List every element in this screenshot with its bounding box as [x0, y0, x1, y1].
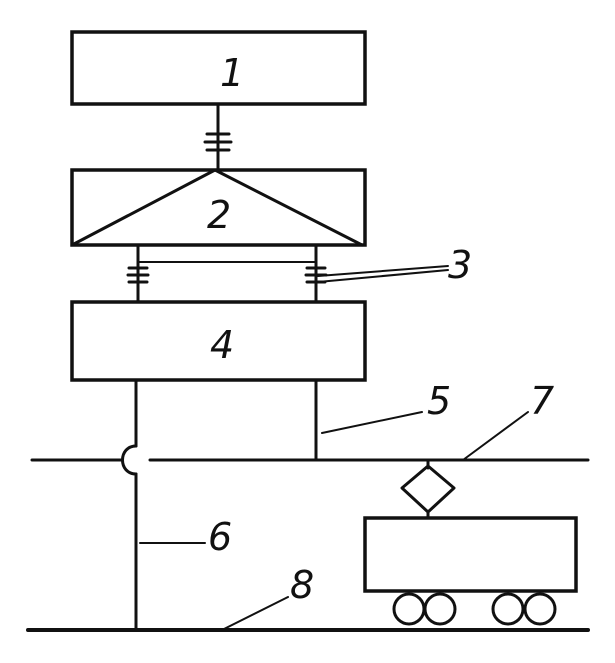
leader-3-a — [317, 265, 449, 277]
connector-1-2 — [203, 102, 233, 172]
leader-5 — [321, 411, 423, 434]
tram-body — [363, 516, 578, 593]
contact-wire-label: 7 — [530, 379, 554, 423]
block-2-frame — [70, 168, 367, 247]
rail-label: 8 — [290, 563, 314, 607]
leader-7 — [462, 411, 529, 461]
leader-8 — [221, 596, 289, 631]
crossover-hop — [121, 444, 138, 476]
feeder-5: 5 — [314, 378, 451, 462]
leader-3-b — [317, 269, 449, 283]
block-4: 4 — [70, 300, 367, 382]
return-feeder-6: 6 — [121, 378, 232, 632]
block-1-frame — [70, 30, 367, 106]
contact-wire-7: 7 — [30, 379, 590, 462]
block-2: 2 — [70, 168, 367, 247]
wheel — [392, 592, 426, 626]
wheel — [491, 592, 525, 626]
connectors-2-4: 3 — [126, 243, 472, 304]
block-1: 1 — [70, 30, 367, 106]
wheel — [523, 592, 557, 626]
block-2-triangle — [70, 168, 364, 247]
return-feeder-label: 6 — [208, 515, 232, 559]
block-4-label: 4 — [210, 323, 234, 367]
insulators-label: 3 — [448, 243, 472, 287]
feeder-label: 5 — [427, 379, 451, 423]
block-1-label: 1 — [220, 51, 244, 95]
insulator-left — [126, 266, 150, 284]
rail-8: 8 — [26, 563, 590, 632]
coupling-symbol-1-2 — [203, 132, 233, 152]
block-4-frame — [70, 300, 367, 382]
pantograph — [400, 464, 456, 514]
wheel — [423, 592, 457, 626]
block-2-label: 2 — [207, 193, 231, 237]
tram-car — [363, 458, 578, 626]
